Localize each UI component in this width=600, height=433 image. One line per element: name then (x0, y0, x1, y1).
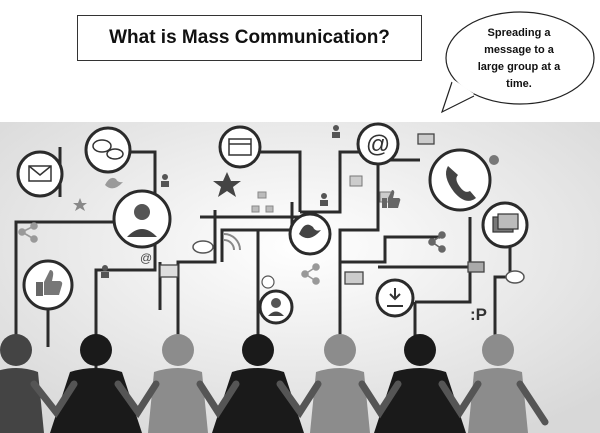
page-title: What is Mass Communication? (109, 27, 390, 48)
person-avatar-icon (112, 189, 172, 249)
gear-flower-icon (489, 155, 499, 165)
at-symbol-small: @ (140, 251, 152, 265)
smiley-icon (261, 275, 275, 289)
phone-icon (428, 148, 492, 212)
sitemap-icon (251, 191, 274, 213)
user-glyph-icons (101, 125, 340, 278)
bubble-text: Spreading a message to a large group at … (462, 25, 576, 93)
like-icon-small (382, 190, 401, 208)
share-icon-3 (301, 263, 320, 285)
star-icon-small (73, 198, 87, 211)
browser-icon (218, 125, 262, 169)
person-avatar-icon-small (258, 289, 294, 325)
arms (30, 380, 549, 426)
chat-bubble-icons (192, 240, 525, 284)
chat-icon (84, 126, 132, 174)
person-7 (468, 334, 528, 433)
bubble-line-1: Spreading a (487, 27, 551, 39)
title-box: What is Mass Communication? (77, 15, 422, 61)
emoticon-text: :P (470, 305, 487, 324)
photo-icon (481, 201, 529, 249)
network-illustration: @ (0, 122, 600, 433)
thumbs-up-icon (22, 259, 74, 311)
people-row (0, 334, 549, 433)
wifi-icon (223, 233, 241, 251)
at-symbol: @ (366, 131, 390, 158)
at-icon: @ (356, 122, 400, 166)
share-icon (18, 222, 38, 243)
star-icon (213, 172, 241, 197)
twitter-bird-icon (288, 212, 332, 256)
person-5 (310, 334, 370, 433)
bubble-line-3: large group at a (477, 61, 561, 73)
twitter-bird-icon-decor (105, 177, 123, 189)
download-icon (375, 278, 415, 318)
photo-icons-decor (159, 133, 485, 285)
person-3 (148, 334, 208, 433)
bubble-line-2: message to a (484, 44, 554, 56)
email-icon (16, 150, 64, 198)
speech-bubble (440, 11, 595, 114)
bubble-line-4: time. (506, 78, 532, 90)
share-icon-2 (428, 231, 446, 253)
